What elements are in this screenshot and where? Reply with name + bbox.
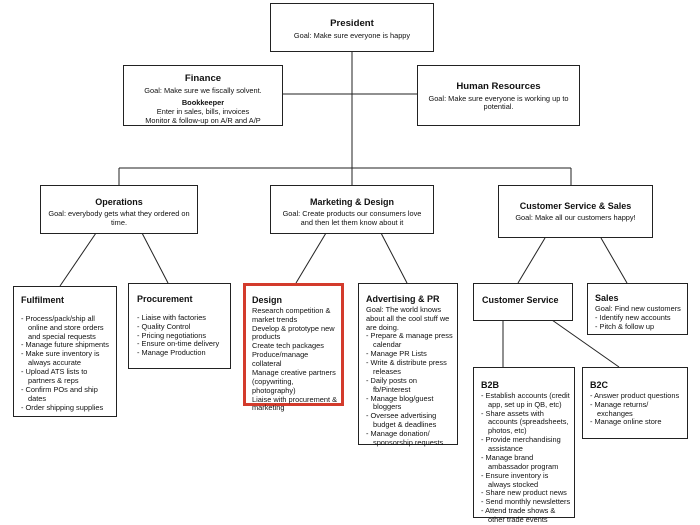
fulfilment-item: Make sure inventory is always accurate [21, 349, 112, 368]
service-b2c-line [551, 319, 620, 368]
design-list: Research competition & market trends Dev… [252, 305, 338, 414]
hr-goal: Goal: Make sure everyone is working up t… [428, 93, 569, 112]
procurement-item: Ensure on-time delivery [137, 340, 226, 349]
design-title: Design [252, 295, 283, 305]
procurement-title: Procurement [137, 294, 193, 304]
cs-service-line [517, 237, 546, 284]
sales-box: Sales Goal: Find new customers Identify … [587, 283, 688, 335]
advertising-item: Manage PR Lists [366, 349, 454, 359]
finance-title: Finance [184, 73, 222, 84]
fulfilment-box: Fulfilment Process/pack/ship all online … [13, 286, 117, 417]
sales-list: Identify new accounts Pitch & follow up [595, 313, 684, 332]
procurement-item: Quality Control [137, 322, 226, 332]
sales-item: Identify new accounts [595, 313, 684, 323]
fulfilment-item: Confirm POs and ship dates [21, 385, 112, 404]
b2b-title: B2B [481, 380, 500, 390]
design-item: Produce/manage collateral [252, 350, 309, 369]
b2b-item: Share assets with accounts (spreadsheets… [481, 409, 571, 437]
fulfilment-title: Fulfilment [21, 295, 64, 305]
finance-task: Monitor & follow-up on A/R and A/P [145, 116, 261, 126]
b2b-box: B2B Establish accounts (credit app, set … [473, 367, 575, 524]
hr-box: Human Resources Goal: Make sure everyone… [417, 65, 580, 126]
operations-goal: Goal: everybody gets what they ordered o… [48, 208, 190, 227]
ops-procurement-line [141, 232, 169, 284]
finance-task: Enter in sales, bills, invoices [156, 107, 250, 117]
president-box: President Goal: Make sure everyone is ha… [270, 3, 434, 52]
finance-goal: Goal: Make sure we fiscally solvent. [144, 85, 262, 95]
fulfilment-item: Upload ATS lists to partners & reps [21, 367, 112, 386]
design-item: Develop & prototype new products [252, 323, 335, 342]
design-item: Research competition & market trends [252, 305, 331, 324]
advertising-item: Manage blog/guest bloggers [366, 394, 454, 413]
sales-goal: Goal: Find new customers [595, 303, 681, 313]
fulfilment-item: Order shipping supplies [21, 403, 112, 413]
procurement-list: Liaise with factories Quality Control Pr… [137, 313, 226, 358]
advertising-item: Daily posts on fb/Pinterest [366, 376, 454, 395]
customer-box: Customer Service & Sales Goal: Make all … [498, 185, 653, 238]
b2b-item: Send monthly newsletters [481, 497, 571, 507]
b2c-item: Answer product questions [590, 391, 684, 401]
b2c-item: Manage returns/ exchanges [590, 400, 684, 419]
design-item: Liaise with procurement & marketing [252, 394, 338, 413]
sales-title: Sales [595, 293, 619, 303]
b2b-item: Manage brand ambassador program [481, 453, 571, 472]
sales-item: Pitch & follow up [595, 322, 684, 332]
advertising-item: Oversee advertising budget & deadlines [366, 411, 454, 430]
advertising-list: Prepare & manage press calendar Manage P… [366, 332, 454, 447]
mkt-adv-line [380, 232, 408, 284]
customer-service-box: Customer Service [473, 283, 573, 321]
b2c-item: Manage online store [590, 418, 684, 427]
procurement-box: Procurement Liaise with factories Qualit… [128, 283, 231, 369]
procurement-item: Liaise with factories [137, 313, 226, 323]
ops-fulfilment-line [59, 232, 97, 287]
president-title: President [330, 18, 374, 29]
finance-box: Finance Goal: Make sure we fiscally solv… [123, 65, 283, 126]
b2b-item: Attend trade shows & other trade events [481, 506, 571, 525]
fulfilment-list: Process/pack/ship all online and store o… [21, 314, 112, 413]
advertising-item: Write & distribute press releases [366, 358, 454, 377]
b2b-list: Establish accounts (credit app, set up i… [481, 391, 571, 525]
bookkeeper-title: Bookkeeper [181, 98, 225, 108]
advertising-item: Manage donation/ sponsorship requests [366, 429, 454, 448]
b2b-item: Ensure inventory is always stocked [481, 471, 571, 490]
b2b-item: Share new product news [481, 489, 571, 498]
marketing-title: Marketing & Design [309, 197, 394, 207]
fulfilment-item: Manage future shipments [21, 341, 112, 350]
b2c-box: B2C Answer product questions Manage retu… [582, 367, 688, 439]
advertising-title: Advertising & PR [366, 294, 440, 304]
customer-title: Customer Service & Sales [519, 201, 632, 211]
b2c-list: Answer product questions Manage returns/… [590, 391, 684, 428]
hr-title: Human Resources [456, 81, 541, 92]
mkt-design-line [295, 232, 327, 284]
b2b-item: Establish accounts (credit app, set up i… [481, 391, 571, 410]
design-item: Create tech packages [252, 341, 324, 351]
customer-service-title: Customer Service [482, 295, 559, 305]
advertising-goal: Goal: The world knows about all the cool… [366, 304, 450, 332]
operations-box: Operations Goal: everybody gets what the… [40, 185, 198, 234]
president-goal: Goal: Make sure everyone is happy [293, 30, 411, 40]
design-item: Manage creative partners (copywriting, p… [252, 367, 336, 395]
procurement-item: Pricing negotiations [137, 331, 226, 341]
operations-title: Operations [95, 197, 143, 207]
fulfilment-item: Process/pack/ship all online and store o… [21, 314, 112, 342]
design-box: Design Research competition & market tre… [243, 283, 344, 412]
b2b-item: Provide merchandising assistance [481, 435, 571, 454]
advertising-item: Prepare & manage press calendar [366, 332, 454, 350]
marketing-box: Marketing & Design Goal: Create products… [270, 185, 434, 234]
advertising-box: Advertising & PR Goal: The world knows a… [358, 283, 458, 447]
cs-sales-line [600, 237, 628, 284]
marketing-goal: Goal: Create products our consumers love… [282, 208, 422, 227]
procurement-item: Manage Production [137, 348, 226, 358]
customer-goal: Goal: Make all our customers happy! [515, 212, 636, 222]
b2c-title: B2C [590, 380, 609, 390]
